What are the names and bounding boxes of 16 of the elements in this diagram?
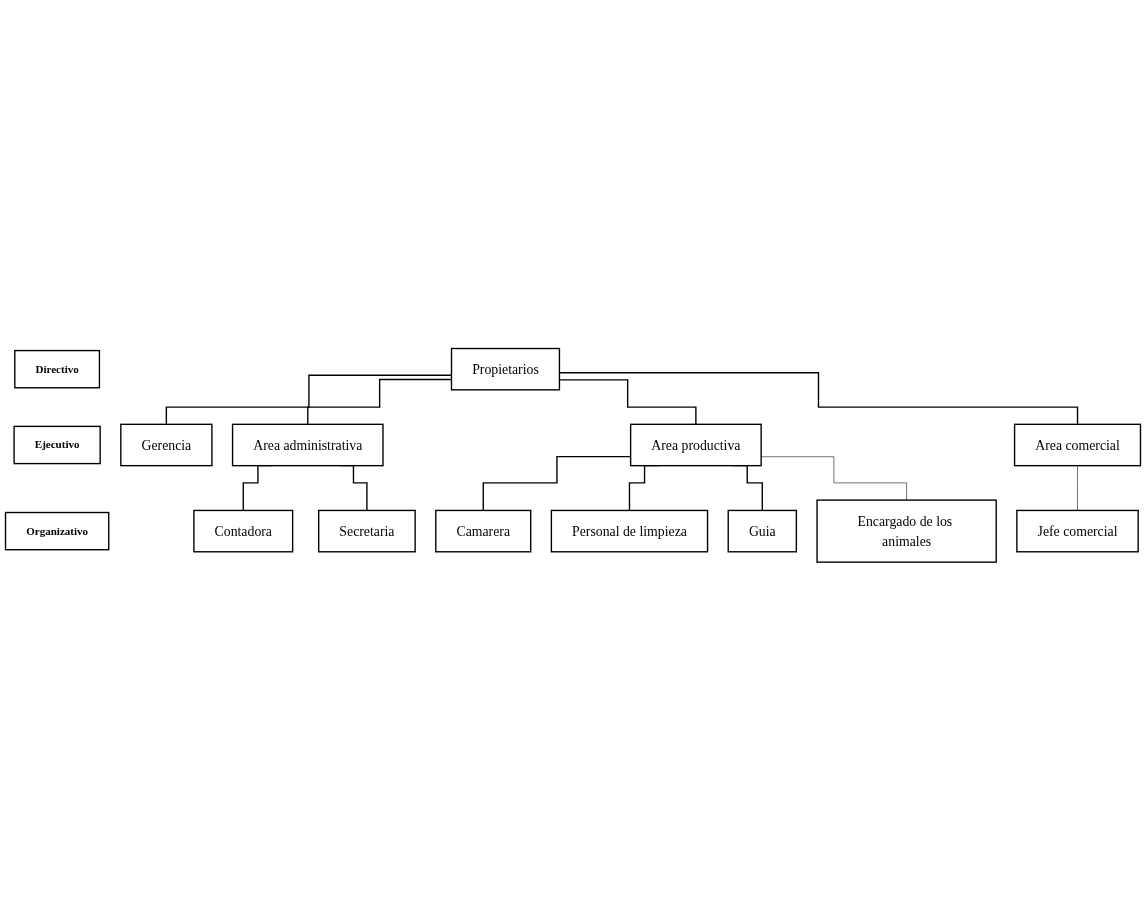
node-box: Jefe comercial (1016, 509, 1139, 553)
node-box: Area administrativa (231, 423, 384, 467)
node-box: Directivo (14, 350, 101, 389)
node-box: Area productiva (629, 423, 762, 467)
node-box: Secretaria (318, 509, 416, 553)
node-box: Encargado de los animales (816, 499, 997, 563)
node-box: Gerencia (120, 423, 213, 467)
node-box: Organizativo (4, 512, 110, 551)
node-box: Ejecutivo (13, 425, 101, 465)
node-box: Area comercial (1013, 423, 1142, 467)
connector (1077, 465, 1078, 511)
node-box: Contadora (193, 509, 294, 553)
node-box: Camarera (435, 509, 532, 553)
node-box: Guia (727, 509, 798, 553)
node-box: Propietarios (450, 348, 561, 391)
node-box: Personal de limpieza (550, 509, 709, 553)
